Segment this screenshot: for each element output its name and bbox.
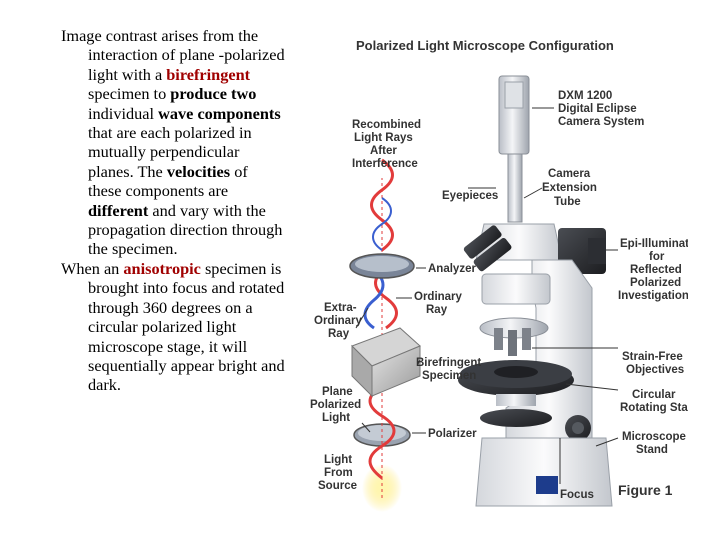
label-light-source: Source — [318, 480, 357, 492]
label-focus: Focus — [560, 489, 594, 501]
label-recombined: Light Rays — [354, 132, 413, 144]
microscope-body — [458, 76, 612, 506]
label-microscope-stand: Stand — [636, 444, 668, 456]
label-camera: Camera System — [558, 116, 644, 128]
label-plane-polarized: Polarized — [310, 399, 361, 411]
label-ordinary-ray: Ray — [426, 304, 448, 316]
text-run: specimen to — [88, 84, 170, 103]
label-rotating-stage: Rotating Stage — [620, 402, 688, 414]
term-birefringent: birefringent — [166, 65, 250, 84]
label-recombined: Interference — [352, 158, 418, 170]
label-epi-illuminator: Reflected — [630, 264, 682, 276]
microscope-figure: Polarized Light Microscope Configuration — [296, 28, 688, 512]
text-run: specimen is brought into focus and rotat… — [88, 259, 285, 394]
label-light-source: Light — [324, 454, 352, 466]
label-camera: DXM 1200 — [558, 90, 612, 102]
label-recombined: After — [370, 145, 397, 157]
label-camera-extension: Camera — [548, 168, 591, 180]
label-ordinary-ray: Ordinary — [414, 291, 463, 303]
label-plane-polarized: Light — [322, 412, 350, 424]
label-birefringent-specimen: Birefringent — [416, 357, 481, 369]
text-run: When an — [61, 259, 123, 278]
term-components: components — [197, 104, 280, 123]
label-analyzer: Analyzer — [428, 263, 476, 275]
label-light-source: From — [324, 467, 353, 479]
label-epi-illuminator: Epi-Illuminator — [620, 238, 688, 250]
term-produce-two: produce two — [170, 84, 256, 103]
label-epi-illuminator: for — [649, 251, 665, 263]
label-microscope-stand: Microscope — [622, 431, 686, 443]
label-strain-free-objectives: Objectives — [626, 364, 684, 376]
label-plane-polarized: Plane — [322, 386, 353, 398]
term-velocities: velocities — [167, 162, 230, 181]
label-strain-free-objectives: Strain-Free — [622, 351, 683, 363]
label-eyepieces: Eyepieces — [442, 190, 498, 202]
label-rotating-stage: Circular — [632, 389, 676, 401]
figure-number: Figure 1 — [618, 482, 673, 498]
label-polarizer: Polarizer — [428, 428, 477, 440]
microscope-illustration: Polarized Light Microscope Configuration — [296, 28, 688, 512]
label-extraordinary-ray: Ordinary — [314, 315, 363, 327]
label-epi-illuminator: Polarized — [630, 277, 681, 289]
body-text: Image contrast arises from the interacti… — [61, 26, 285, 395]
term-wave: wave — [158, 104, 193, 123]
label-extraordinary-ray: Ray — [328, 328, 350, 340]
label-birefringent-specimen: Specimen — [422, 370, 476, 382]
paragraph-anisotropic: When an anisotropic specimen is brought … — [61, 259, 285, 395]
optical-path-diagram — [350, 160, 420, 512]
term-different: different — [88, 201, 148, 220]
paragraph-contrast: Image contrast arises from the interacti… — [61, 26, 285, 259]
text-run: individual — [88, 104, 158, 123]
label-epi-illuminator: Investigations — [618, 290, 688, 302]
figure-title: Polarized Light Microscope Configuration — [356, 38, 614, 53]
label-camera: Digital Eclipse — [558, 103, 637, 115]
label-recombined: Recombined — [352, 119, 421, 131]
label-camera-extension: Extension — [542, 182, 597, 194]
term-anisotropic: anisotropic — [123, 259, 201, 278]
label-camera-extension: Tube — [554, 196, 581, 208]
label-extraordinary-ray: Extra- — [324, 302, 357, 314]
